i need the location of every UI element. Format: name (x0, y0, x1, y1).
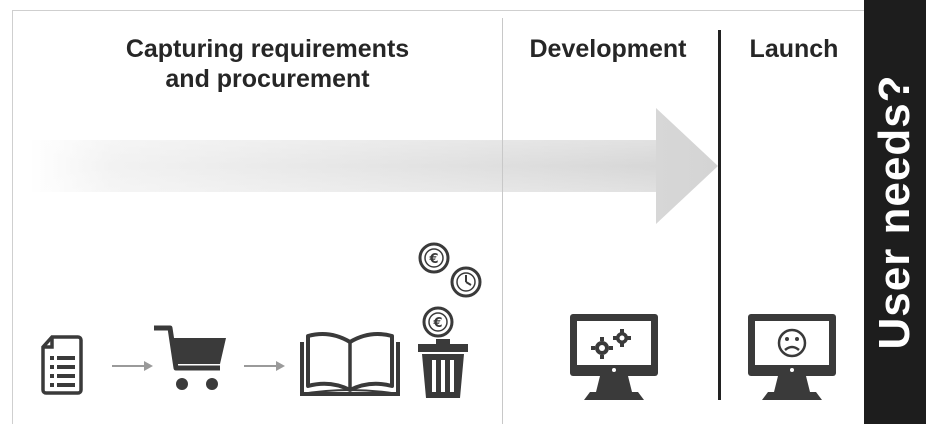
stage-heading-capture-line2: and procurement (165, 65, 370, 93)
open-book-icon (300, 332, 400, 396)
arrow-right-icon-2 (244, 361, 285, 371)
svg-text:€: € (432, 316, 442, 331)
gears-icon (591, 329, 631, 359)
user-needs-label: User needs? (870, 74, 919, 350)
euro-coin-icon-2: € (422, 306, 454, 338)
monitor-icon (570, 314, 658, 400)
stage-heading-capture: Capturing requirements and procurement (40, 34, 495, 94)
sad-face-icon (777, 328, 807, 358)
diagram-frame (12, 10, 864, 424)
divider-capture-development (502, 18, 503, 424)
monitor-icon-launch (748, 314, 836, 400)
arrow-fade (30, 140, 656, 192)
divider-development-launch (718, 30, 721, 400)
euro-coin-icon: € (418, 242, 450, 274)
document-icon (41, 335, 83, 395)
clock-coin-icon (450, 266, 482, 298)
waste-bin-with-coins: € € (418, 242, 482, 398)
shopping-cart-icon (154, 325, 226, 390)
stage-heading-launch: Launch (749, 35, 839, 63)
arrow-right-icon (112, 361, 153, 371)
user-needs-sidebar: User needs? (864, 0, 926, 424)
stage-heading-capture-line1: Capturing requirements (125, 35, 410, 63)
stage-heading-development: Development (529, 35, 687, 63)
svg-text:€: € (428, 252, 438, 267)
waste-bin-icon (418, 339, 468, 398)
